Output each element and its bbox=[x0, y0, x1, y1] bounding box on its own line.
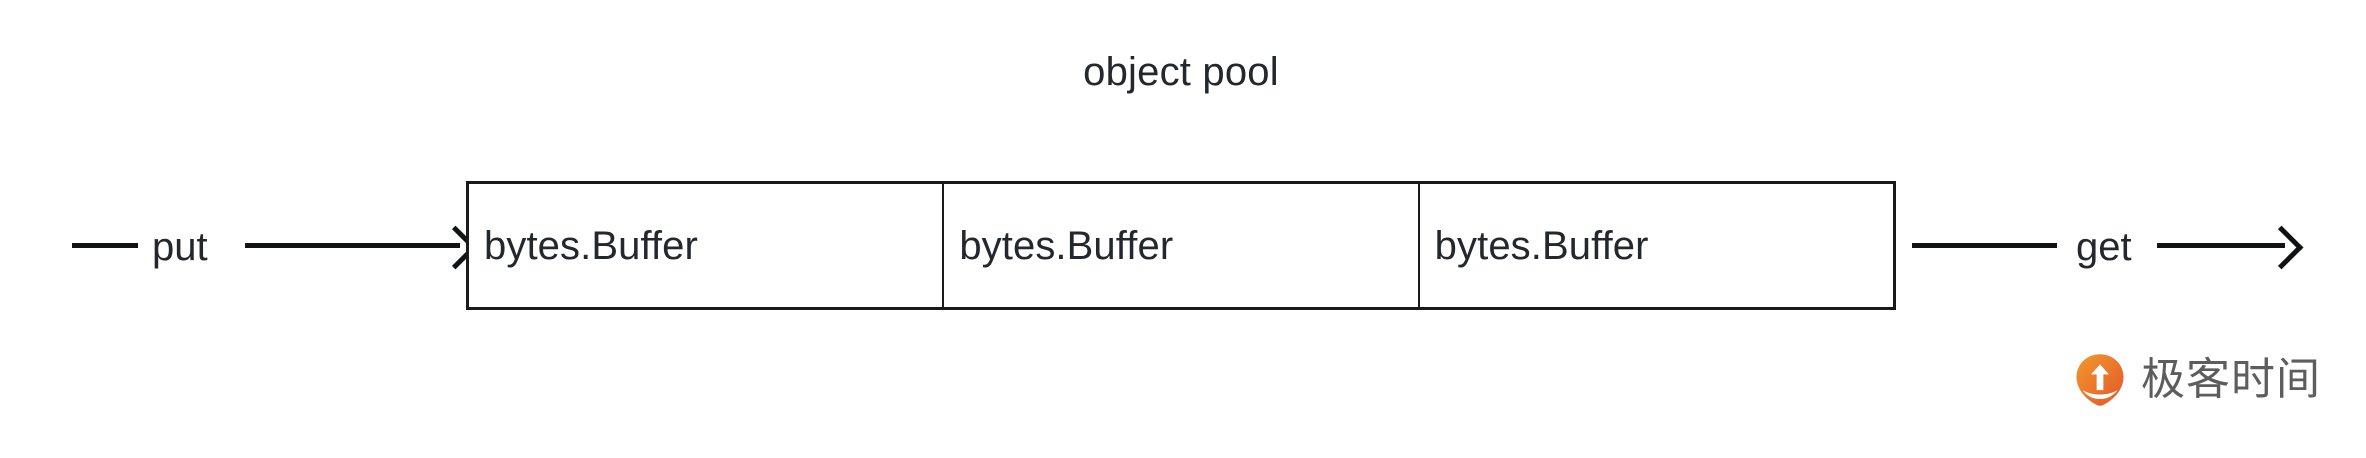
put-arrow-line bbox=[245, 243, 460, 248]
watermark: 极客时间 bbox=[2072, 352, 2321, 408]
get-arrow-line bbox=[2157, 243, 2285, 248]
pool-slot[interactable]: bytes.Buffer bbox=[1417, 184, 1893, 307]
page-title-text: object pool bbox=[1083, 50, 1279, 94]
pool-slot-label: bytes.Buffer bbox=[484, 223, 698, 268]
page-title: object pool bbox=[0, 49, 2366, 95]
object-pool-box: bytes.Buffer bytes.Buffer bytes.Buffer bbox=[466, 181, 1896, 310]
pool-slot-label: bytes.Buffer bbox=[959, 223, 1174, 268]
pool-slot-label: bytes.Buffer bbox=[1434, 223, 1649, 268]
pool-slot[interactable]: bytes.Buffer bbox=[469, 184, 942, 307]
get-label: get bbox=[2076, 225, 2132, 269]
put-label: put bbox=[152, 225, 208, 269]
get-arrow-head-icon bbox=[2259, 225, 2304, 270]
geektime-pin-icon bbox=[2076, 354, 2124, 406]
get-leader-line bbox=[1912, 243, 2057, 248]
watermark-text: 极客时间 bbox=[2141, 354, 2321, 405]
put-leader-line bbox=[72, 243, 138, 248]
pool-slot[interactable]: bytes.Buffer bbox=[942, 184, 1417, 307]
